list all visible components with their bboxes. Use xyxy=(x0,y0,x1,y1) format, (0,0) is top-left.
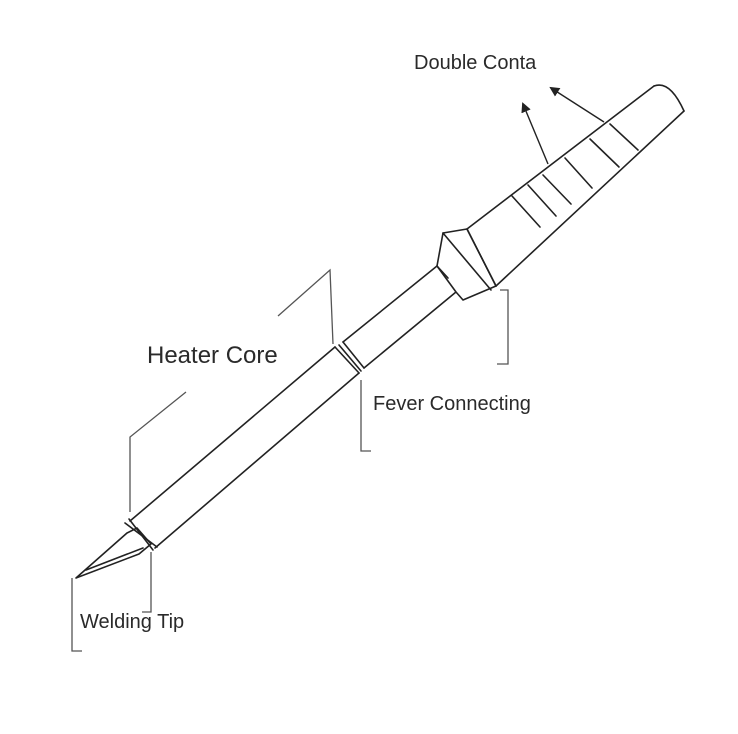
welding-tip-shape xyxy=(76,528,151,578)
heater-core-bracket-lower xyxy=(130,392,186,512)
heater-core-bracket-upper xyxy=(278,270,333,344)
fever-connecting-bracket-right xyxy=(497,290,508,364)
tip-collar-ring xyxy=(125,519,157,550)
double-contact-section xyxy=(467,85,684,286)
heater-core-body xyxy=(130,347,359,548)
fever-connecting-ring xyxy=(335,342,364,373)
welding-tip-bracket-left xyxy=(72,578,82,651)
double-contact-arrow-1 xyxy=(521,102,548,164)
flange xyxy=(437,229,496,300)
welding-tip-bracket-right xyxy=(142,552,151,612)
double-contact-arrow-2 xyxy=(549,86,604,122)
double-contact-label: Double Conta xyxy=(414,52,537,74)
heater-core-label: Heater Core xyxy=(147,342,278,369)
welding-tip-label: Welding Tip xyxy=(80,611,185,633)
connecting-shaft xyxy=(343,266,456,368)
fever-connecting-label: Fever Connecting xyxy=(373,393,531,415)
fever-connecting-bracket-left xyxy=(361,380,371,451)
